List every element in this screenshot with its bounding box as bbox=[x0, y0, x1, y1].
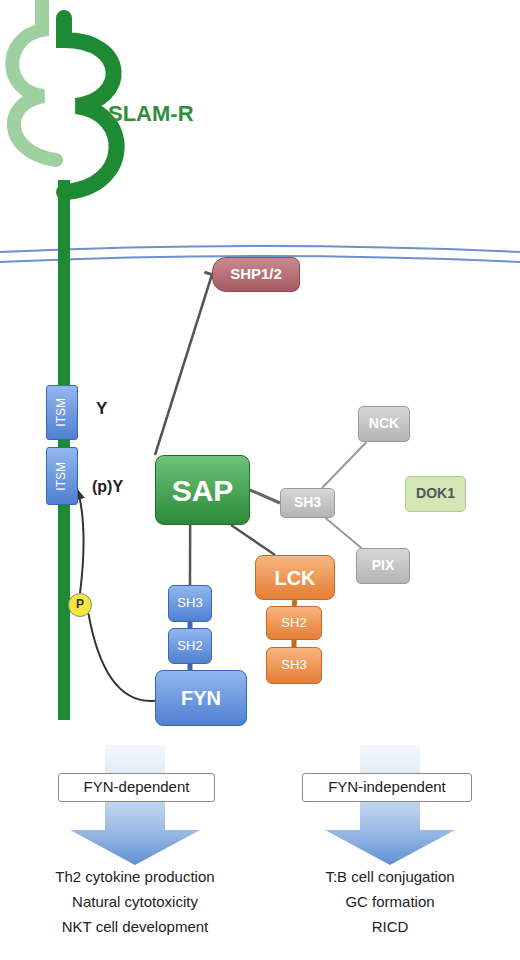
node-text: P bbox=[76, 598, 84, 611]
adaptor-box: SAP bbox=[155, 455, 250, 525]
node-text: FYN-dependent bbox=[84, 779, 190, 796]
outcome-box: FYN-independent bbox=[302, 773, 472, 802]
itsm-motif: ITSM bbox=[46, 447, 78, 505]
node-text: ITSM bbox=[55, 398, 68, 427]
phosphate-circle: P bbox=[68, 593, 92, 617]
outcome-text: NKT cell development bbox=[0, 918, 285, 935]
link-line bbox=[231, 525, 275, 555]
phosphatase-box: SHP1/2 bbox=[212, 257, 300, 292]
sh3-domain: SH3 bbox=[280, 488, 335, 518]
node-text: FYN-independent bbox=[328, 779, 446, 796]
sh2-domain: SH2 bbox=[266, 606, 322, 640]
sh3-domain: SH3 bbox=[266, 647, 322, 684]
outcome-text: Natural cytotoxicity bbox=[0, 893, 285, 910]
kinase-box: LCK bbox=[255, 555, 335, 600]
link-line bbox=[325, 518, 361, 548]
link-line bbox=[250, 490, 280, 503]
node-text: NCK bbox=[369, 416, 399, 431]
partner-box: DOK1 bbox=[405, 476, 466, 512]
tyrosine-label: (p)Y bbox=[92, 478, 123, 496]
outcome-text: Th2 cytokine production bbox=[0, 868, 285, 885]
outcome-text: RICD bbox=[240, 918, 520, 935]
link-line bbox=[189, 525, 192, 585]
node-text: ITSM bbox=[55, 462, 68, 491]
arrow-connector bbox=[78, 491, 84, 594]
tyrosine-label: Y bbox=[96, 399, 107, 419]
sh3-domain: SH3 bbox=[168, 585, 212, 622]
node-text: SHP1/2 bbox=[230, 266, 282, 283]
node-text: SH2 bbox=[177, 639, 202, 653]
down-arrow bbox=[325, 745, 455, 865]
partner-box: NCK bbox=[358, 406, 410, 442]
node-text: SLAM-R bbox=[108, 102, 194, 126]
receptor-domain-faded bbox=[12, 0, 56, 160]
link-line bbox=[322, 442, 367, 488]
inhibition-line bbox=[155, 275, 212, 456]
outcome-box: FYN-dependent bbox=[58, 773, 215, 802]
outcome-text: GC formation bbox=[240, 893, 520, 910]
membrane-line bbox=[0, 246, 520, 252]
node-text: SAP bbox=[172, 474, 234, 507]
node-text: PIX bbox=[372, 558, 395, 573]
node-text: SH2 bbox=[281, 616, 306, 630]
outcome-text: T:B cell conjugation bbox=[240, 868, 520, 885]
node-text: LCK bbox=[274, 567, 315, 589]
link-line bbox=[292, 640, 297, 647]
node-text: SH3 bbox=[177, 596, 202, 610]
node-text: SH3 bbox=[294, 495, 321, 510]
node-text: FYN bbox=[181, 687, 221, 709]
partner-box: PIX bbox=[356, 548, 410, 584]
kinase-box: FYN bbox=[155, 670, 247, 726]
link-line bbox=[88, 613, 155, 701]
node-text: DOK1 bbox=[416, 486, 455, 501]
sh2-domain: SH2 bbox=[168, 628, 212, 664]
itsm-motif: ITSM bbox=[46, 385, 78, 440]
node-text: SH3 bbox=[281, 658, 306, 672]
down-arrow bbox=[70, 745, 200, 865]
